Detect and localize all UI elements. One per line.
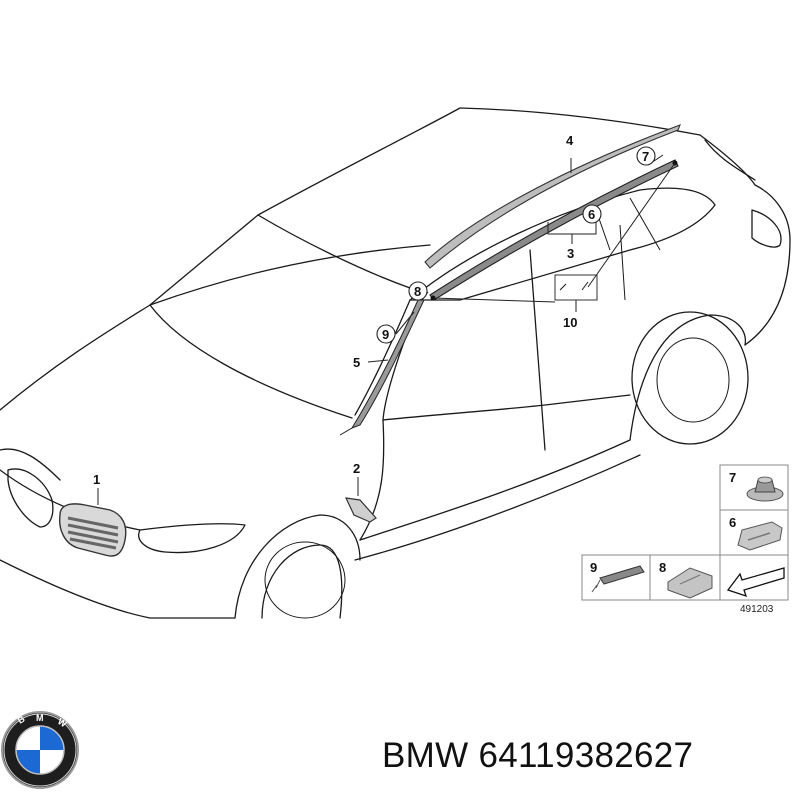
- callout-4: 4: [566, 133, 574, 148]
- svg-text:B: B: [16, 714, 27, 726]
- callout-9: 9: [382, 327, 389, 342]
- thumb-label-6: 6: [729, 515, 736, 530]
- car-outline: [0, 107, 791, 619]
- brand-name: BMW: [382, 736, 469, 775]
- bmw-logo: B M W: [1, 711, 79, 789]
- trim-strip-icon: [591, 565, 645, 593]
- thumb-label-8: 8: [659, 560, 666, 575]
- kidney-grille-part: [58, 503, 127, 557]
- clip-nut-icon: [746, 476, 784, 502]
- callout-10: 10: [563, 315, 577, 330]
- part-caption: BMW 64119382627: [382, 736, 792, 786]
- a-pillar-strip-part: [350, 299, 425, 429]
- callout-2: 2: [353, 461, 360, 476]
- roof-moulding-part: [429, 159, 679, 301]
- callout-7: 7: [642, 149, 649, 164]
- svg-text:M: M: [36, 713, 44, 723]
- part-number: 64119382627: [478, 736, 694, 775]
- mount-clip-icon: [667, 567, 713, 599]
- bracket-clip-icon: [737, 521, 783, 551]
- callout-6: 6: [588, 207, 595, 222]
- callout-1: 1: [93, 472, 100, 487]
- callout-labels: 1 2 3 4 5 10 6 7 8 9: [93, 133, 656, 487]
- side-trim-part: [344, 497, 377, 523]
- thumb-label-7: 7: [729, 470, 736, 485]
- callout-3: 3: [567, 246, 574, 261]
- thumbnail-panel: 7 6 9 8 491203: [581, 464, 789, 615]
- thumb-label-9: 9: [590, 560, 597, 575]
- roof-rail-part: [424, 124, 681, 269]
- callout-8: 8: [414, 284, 421, 299]
- arrow-icon: [726, 567, 785, 598]
- diagram-ref-number: 491203: [740, 604, 774, 615]
- callout-5: 5: [353, 355, 360, 370]
- parts: [58, 124, 681, 557]
